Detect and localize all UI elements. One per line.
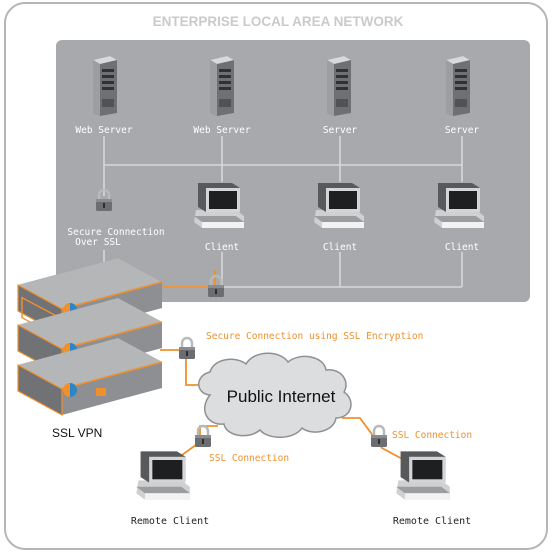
client-computer-icon <box>136 451 190 500</box>
server-icon <box>93 56 117 116</box>
server-label: Server <box>323 125 358 136</box>
ssl-connection-label: SSL Connection <box>209 453 289 464</box>
lan-panel <box>56 40 530 302</box>
secure-connection-label: Secure Connection <box>67 227 164 238</box>
client-label: Client <box>445 242 479 253</box>
internet-label: Public Internet <box>227 387 336 406</box>
vpn-label: SSL VPN <box>52 426 102 440</box>
secure-connection-sublabel: Over SSL <box>75 237 121 248</box>
diagram-title: ENTERPRISE LOCAL AREA NETWORK <box>153 14 404 29</box>
server-label: Web Server <box>193 125 250 136</box>
server-icon <box>210 56 234 116</box>
client-computer-icon <box>396 451 450 500</box>
client-computer-icon <box>314 183 364 228</box>
server-icon <box>446 56 470 116</box>
client-computer-icon <box>434 183 484 228</box>
client-label: Client <box>205 242 239 253</box>
remote-client-label: Remote Client <box>131 516 209 527</box>
remote-links <box>167 417 409 466</box>
remote-client-label: Remote Client <box>393 516 471 527</box>
client-computer-icon <box>194 183 244 228</box>
vpn-appliance-icon <box>17 258 163 417</box>
vpn-lan-link <box>160 270 216 288</box>
server-label: Server <box>445 125 480 136</box>
server-icon <box>327 56 351 116</box>
server-label: Web Server <box>75 125 132 136</box>
ssl-encryption-label: Secure Connection using SSL Encryption <box>206 331 423 342</box>
vpn-internet-link <box>160 349 205 386</box>
client-label: Client <box>323 242 357 253</box>
cloud-icon <box>198 352 352 438</box>
ssl-connection-label: SSL Connection <box>392 430 472 441</box>
